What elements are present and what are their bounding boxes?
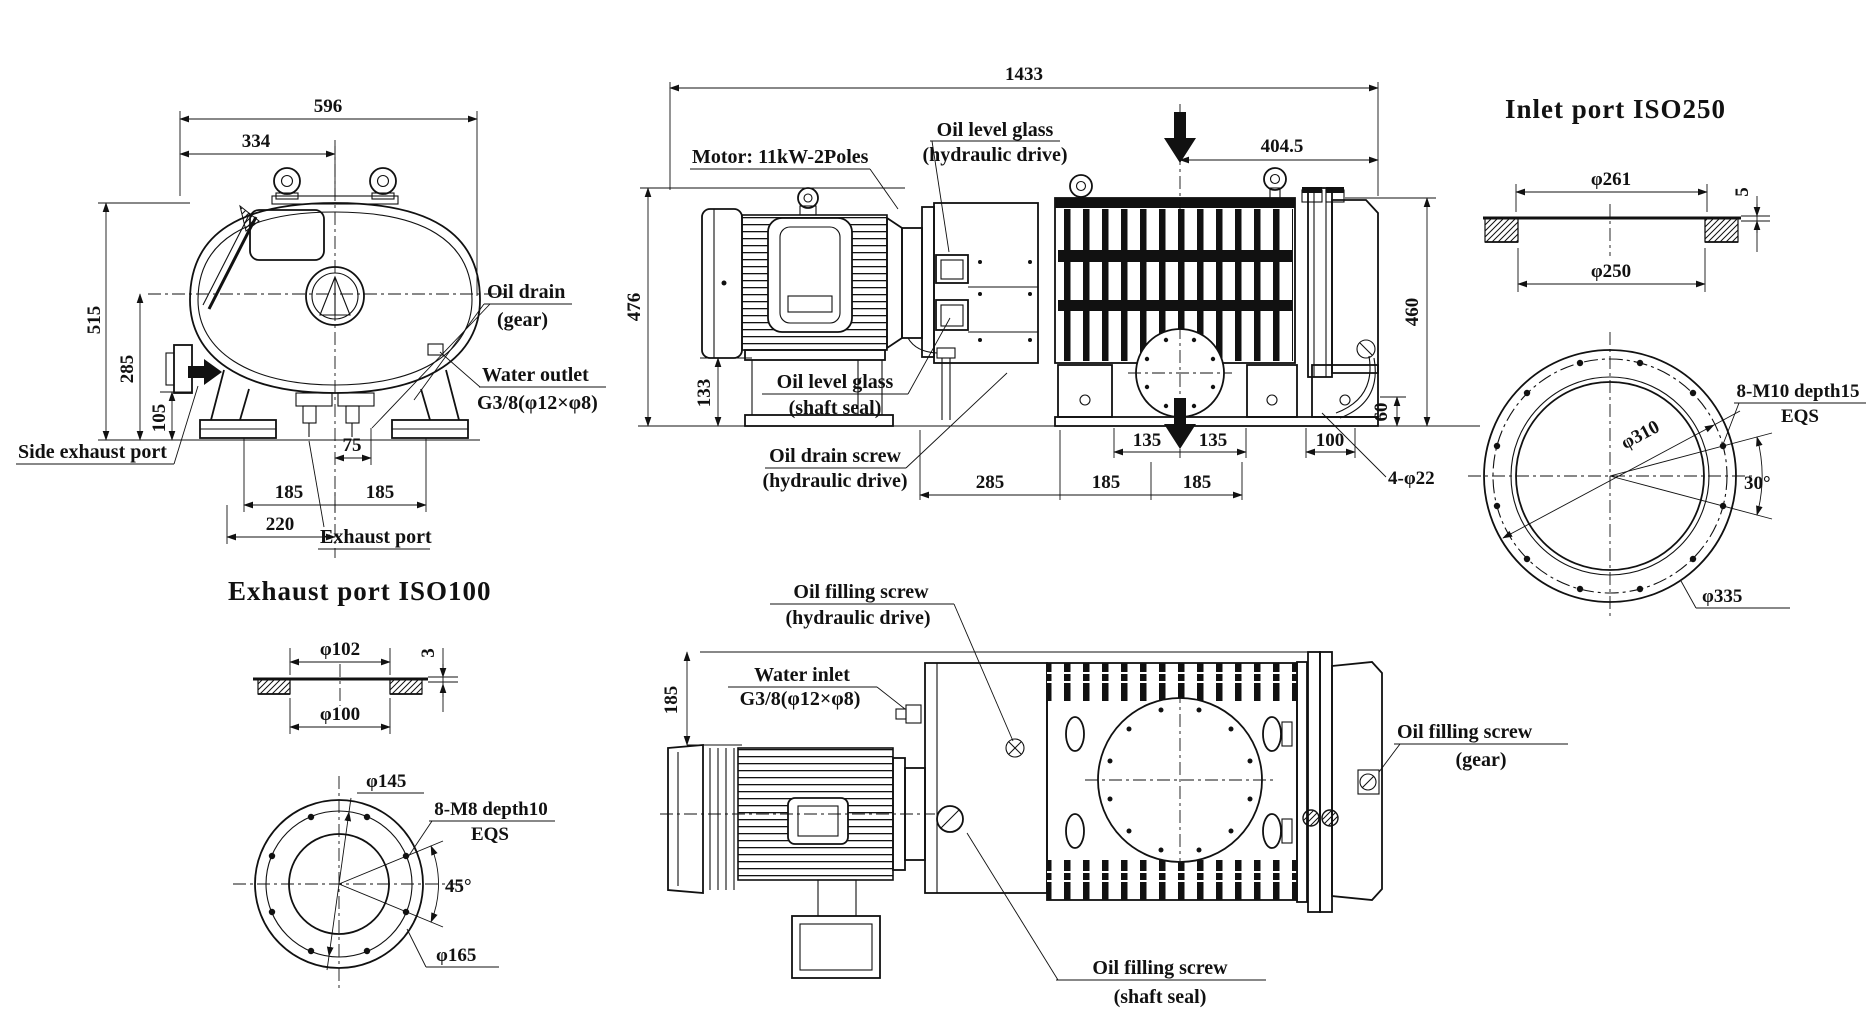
dim-inlet-holes-2: EQS — [1781, 406, 1819, 427]
label-oil-drain-2: (gear) — [497, 309, 548, 331]
dim-exhaust-hole-angle: 45° — [445, 876, 472, 897]
dim-inlet-recess-dia: φ261 — [1591, 169, 1631, 190]
label-ofs-gear-2: (gear) — [1455, 749, 1506, 771]
exhaust-title: Exhaust port ISO100 — [228, 576, 492, 606]
exhaust-flow-arrow-icon — [1164, 398, 1196, 449]
dim-water-inlet-offset: 185 — [661, 686, 682, 715]
dim-inlet-holes-1: 8-M10 depth15 — [1737, 381, 1860, 402]
dim-exhaust-bolt-circle-dia: φ145 — [366, 771, 406, 792]
exhaust-bolt-circle: φ145 8-M8 depth10 EQS 45° φ165 — [233, 771, 555, 992]
label-ods-1: Oil drain screw — [769, 445, 901, 467]
dim-exhaust-recess-depth: 3 — [418, 648, 439, 658]
side-view-labels: Motor: 11kW-2Poles Oil level glass (hydr… — [690, 119, 1068, 492]
dim-inlet-offset: 404.5 — [1261, 136, 1304, 157]
dim-exhaust-recess-dia: φ102 — [320, 639, 360, 660]
dim-exhaust-holes-1: 8-M8 depth10 — [434, 799, 547, 820]
inlet-flange-section: φ261 φ250 5 — [1483, 169, 1770, 292]
dim-span-285: 285 — [976, 472, 1005, 493]
oil-fill-screw-shaft-seal — [936, 805, 964, 833]
plan-view-labels: Oil filling screw (hydraulic drive) Wate… — [728, 581, 1568, 1008]
dim-center-height: 285 — [117, 355, 138, 384]
dim-foot-135-right: 135 — [1199, 430, 1228, 451]
label-ofs-hyd-2: (hydraulic drive) — [786, 607, 931, 629]
label-exhaust-port: Exhaust port — [320, 526, 432, 548]
inlet-bolt-circle: φ310 30° 8-M10 depth15 EQS φ335 — [1468, 332, 1866, 620]
dim-inlet-bolt-circle-dia: φ310 — [1618, 416, 1663, 453]
label-olg-shaft-1: Oil level glass — [777, 371, 894, 393]
label-ofs-hyd-1: Oil filling screw — [793, 581, 929, 603]
dim-foot-span-right: 185 — [366, 482, 395, 503]
dim-span-185-left: 185 — [1092, 472, 1121, 493]
oil-fill-screw-hydraulic — [1005, 738, 1025, 758]
dim-inlet-bore-dia: φ250 — [1591, 261, 1631, 282]
plan-view: 185 Oil filling screw (hydraulic drive) … — [660, 581, 1568, 1008]
front-view-labels: Side exhaust port Exhaust port Oil drain… — [16, 281, 606, 550]
plan-view-machine — [660, 651, 1383, 979]
inlet-title: Inlet port ISO250 — [1505, 94, 1726, 124]
label-ofs-gear-1: Oil filling screw — [1397, 721, 1533, 743]
dim-pump-height: 460 — [1402, 298, 1423, 327]
dim-exhaust-holes-2: EQS — [471, 824, 509, 845]
dim-drain-offset: 75 — [343, 435, 362, 456]
inlet-detail: Inlet port ISO250 φ261 φ250 5 φ310 — [1468, 94, 1866, 620]
label-water-inlet-2: G3/8(φ12×φ8) — [740, 688, 861, 710]
label-oil-drain-1: Oil drain — [487, 281, 565, 303]
label-olg-hyd-1: Oil level glass — [937, 119, 1054, 141]
dim-inlet-outer-dia: φ335 — [1702, 586, 1742, 607]
dim-motor-height: 476 — [624, 293, 645, 322]
dim-port-height: 105 — [149, 404, 170, 433]
dim-half-width: 334 — [242, 131, 271, 152]
dim-exhaust-outer-dia: φ165 — [436, 945, 476, 966]
label-olg-shaft-2: (shaft seal) — [789, 397, 882, 419]
label-water-outlet-2: G3/8(φ12×φ8) — [477, 392, 598, 414]
dim-motor-base-height: 133 — [694, 379, 715, 408]
label-ods-2: (hydraulic drive) — [763, 470, 908, 492]
dim-foot-135-left: 135 — [1133, 430, 1162, 451]
exhaust-detail: Exhaust port ISO100 φ102 φ100 3 φ145 — [228, 576, 555, 992]
dim-span-185-right: 185 — [1183, 472, 1212, 493]
dim-inlet-hole-angle: 30° — [1744, 473, 1771, 494]
inlet-flow-arrow-icon — [1164, 112, 1196, 163]
label-olg-hyd-2: (hydraulic drive) — [923, 144, 1068, 166]
label-motor: Motor: 11kW-2Poles — [692, 146, 869, 168]
dim-overall-width: 596 — [314, 96, 343, 117]
label-water-outlet-1: Water outlet — [482, 364, 589, 386]
dim-foot-100: 100 — [1316, 430, 1345, 451]
front-view: 596 334 515 285 105 75 185 185 220 Side … — [16, 96, 606, 558]
dim-inlet-recess-depth: 5 — [1732, 187, 1753, 197]
dim-exhaust-bore-dia: φ100 — [320, 704, 360, 725]
dim-overall-length: 1433 — [1005, 64, 1043, 85]
label-ofs-shaft-1: Oil filling screw — [1092, 957, 1228, 979]
side-view-machine — [701, 104, 1379, 449]
oil-fill-screw-gear — [1357, 769, 1380, 795]
label-ofs-shaft-2: (shaft seal) — [1114, 986, 1207, 1008]
dim-base-span: 220 — [266, 514, 295, 535]
exhaust-flange-section: φ102 φ100 3 — [253, 639, 458, 734]
dim-base-height: 60 — [1371, 403, 1392, 422]
front-view-outline — [148, 140, 505, 558]
dim-foot-span-left: 185 — [275, 482, 304, 503]
side-exhaust-arrow-icon — [188, 359, 222, 385]
side-view-dimensions: 1433 404.5 476 133 460 60 135 135 100 28… — [624, 64, 1480, 500]
dim-overall-height: 515 — [84, 306, 105, 335]
label-water-inlet-1: Water inlet — [754, 664, 850, 686]
side-view: 1433 404.5 476 133 460 60 135 135 100 28… — [624, 64, 1480, 500]
plan-view-dimensions: 185 — [661, 651, 742, 746]
label-side-exhaust-port: Side exhaust port — [18, 441, 167, 463]
water-inlet-fitting — [905, 704, 922, 724]
front-view-dimensions: 596 334 515 285 105 75 185 185 220 — [84, 96, 480, 544]
dim-foot-holes: 4-φ22 — [1388, 468, 1435, 489]
